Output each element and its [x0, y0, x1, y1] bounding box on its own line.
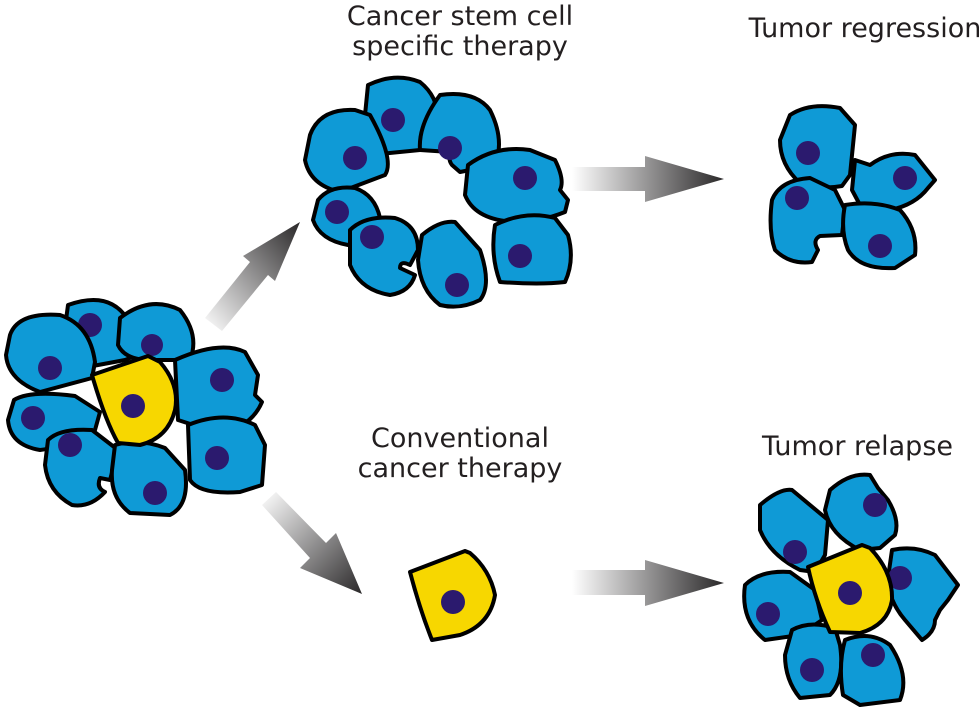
nucleus: [445, 273, 469, 297]
normal-cell: [758, 487, 830, 574]
nucleus: [441, 590, 465, 614]
normal-cell-body: [109, 440, 188, 517]
nucleus: [783, 540, 807, 564]
label-tumor-regression-text: Tumor regression: [748, 13, 979, 44]
arrow-to-relapse: [572, 560, 724, 606]
normal-cell: [303, 107, 390, 194]
label-conventional-therapy-line2: cancer therapy: [357, 453, 563, 484]
normal-cell-body: [823, 472, 899, 552]
nucleus: [756, 602, 780, 626]
normal-cell-body: [116, 302, 196, 362]
label-conventional-therapy: Conventional cancer therapy: [340, 424, 580, 484]
normal-cell-body: [417, 92, 501, 174]
nucleus: [800, 658, 824, 682]
normal-cell-body: [838, 634, 906, 707]
normal-cell: [416, 219, 488, 309]
nucleus: [325, 200, 349, 224]
nucleus: [205, 446, 229, 470]
normal-cell-body: [43, 427, 120, 508]
normal-cell-body: [348, 215, 420, 297]
label-tumor-regression: Tumor regression: [745, 14, 979, 44]
original-tumor: [4, 298, 267, 517]
nucleus: [121, 394, 145, 418]
nucleus: [513, 166, 537, 190]
normal-cell: [348, 215, 420, 297]
normal-cell: [886, 546, 960, 642]
tumor-regression: [768, 104, 937, 271]
tumor-relapse: [742, 472, 960, 707]
normal-cell: [838, 634, 906, 707]
nucleus: [438, 136, 462, 160]
normal-cell: [4, 312, 97, 394]
label-stem-cell-therapy-line2: specific therapy: [352, 31, 568, 62]
normal-cell-body: [4, 312, 97, 394]
normal-cell: [463, 147, 570, 224]
nucleus: [893, 166, 917, 190]
normal-cell: [173, 345, 264, 434]
nucleus: [796, 141, 820, 165]
nucleus: [888, 566, 912, 590]
normal-cell: [778, 104, 857, 190]
normal-cell: [116, 302, 196, 362]
normal-cell-body: [768, 176, 847, 265]
label-stem-cell-therapy-line1: Cancer stem cell: [346, 1, 574, 32]
surviving-stem-cell: [408, 549, 497, 642]
normal-cell: [841, 201, 918, 271]
nucleus: [21, 406, 45, 430]
normal-cell-body: [886, 546, 960, 642]
normal-cell: [823, 472, 899, 552]
arrow-to-stem-therapy: [205, 222, 300, 331]
label-conventional-therapy-line1: Conventional: [371, 423, 549, 454]
normal-cell: [768, 176, 847, 265]
arrow-to-regression: [572, 156, 724, 202]
normal-cell-body: [416, 219, 488, 309]
nucleus: [143, 481, 167, 505]
label-tumor-relapse-text: Tumor relapse: [762, 431, 953, 462]
normal-cell: [783, 622, 844, 700]
nucleus: [381, 108, 405, 132]
nucleus: [343, 146, 367, 170]
label-tumor-relapse: Tumor relapse: [745, 432, 970, 462]
nucleus: [210, 368, 234, 392]
normal-cell: [109, 440, 188, 517]
normal-cell: [491, 213, 573, 286]
normal-cell: [43, 427, 120, 508]
normal-cell: [186, 415, 267, 495]
nucleus: [360, 225, 384, 249]
nucleus: [861, 643, 885, 667]
nucleus: [38, 356, 62, 380]
normal-cell-body: [491, 213, 573, 286]
normal-cell: [417, 92, 501, 174]
stem-cell: [90, 354, 178, 447]
nucleus: [838, 581, 862, 605]
nucleus: [141, 334, 163, 356]
label-stem-cell-therapy: Cancer stem cell specific therapy: [320, 2, 600, 62]
nucleus: [868, 234, 892, 258]
arrow-to-conventional-therapy: [262, 492, 362, 594]
stem-cell: [806, 543, 895, 635]
nucleus: [785, 186, 809, 210]
nucleus: [58, 433, 82, 457]
nucleus: [863, 493, 887, 517]
nucleus: [508, 244, 532, 268]
tumor-after-stem-therapy: [303, 75, 573, 309]
